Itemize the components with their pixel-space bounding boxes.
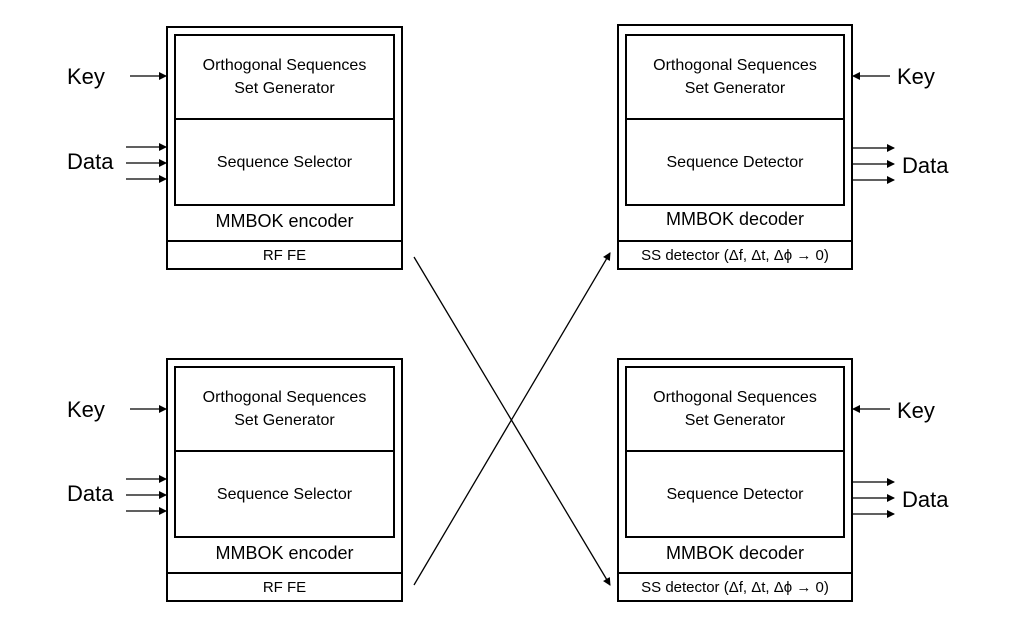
encoder-label: MMBOK encoder	[215, 210, 354, 231]
encoder-label: MMBOK encoder	[215, 542, 354, 563]
ss-detector-block: SS detector (Δf, Δt, Δϕ → 0)	[619, 240, 851, 268]
sequence-detector-block: Sequence Detector	[666, 485, 804, 503]
decoder-label: MMBOK decoder	[665, 208, 805, 229]
data-label-bottom-left: Data	[67, 481, 114, 506]
data-label-bottom-right: Data	[902, 487, 949, 512]
link-bottom-encoder-to-top-decoder	[413, 252, 611, 586]
sequence-selector-block: Sequence Selector	[216, 485, 353, 503]
rf-fe-block: RF FE	[168, 572, 401, 600]
data-label-top-left: Data	[67, 149, 114, 174]
key-label-top-left: Key	[67, 64, 105, 89]
ss-detector-block: SS detector (Δf, Δt, Δϕ → 0)	[619, 572, 851, 600]
key-label-top-right: Key	[897, 64, 935, 89]
link-top-encoder-to-bottom-decoder	[413, 256, 611, 586]
decoder-label: MMBOK decoder	[665, 542, 805, 563]
generator-title-line2: Set Generator	[684, 80, 786, 97]
generator-title-line1: Orthogonal Sequences	[202, 57, 367, 74]
generator-title-line2: Set Generator	[234, 80, 335, 97]
generator-title-line1: Orthogonal Sequences	[653, 57, 817, 74]
generator-title-line2: Set Generator	[684, 412, 786, 429]
rf-fe-block: RF FE	[168, 240, 401, 268]
key-label-bottom-left: Key	[67, 397, 105, 422]
sequence-detector-block: Sequence Detector	[666, 153, 804, 171]
generator-title-line1: Orthogonal Sequences	[653, 389, 817, 406]
generator-title-line1: Orthogonal Sequences	[202, 389, 367, 406]
sequence-selector-block: Sequence Selector	[216, 153, 353, 171]
data-label-top-right: Data	[902, 153, 949, 178]
key-label-bottom-right: Key	[897, 398, 935, 423]
generator-title-line2: Set Generator	[234, 412, 335, 429]
